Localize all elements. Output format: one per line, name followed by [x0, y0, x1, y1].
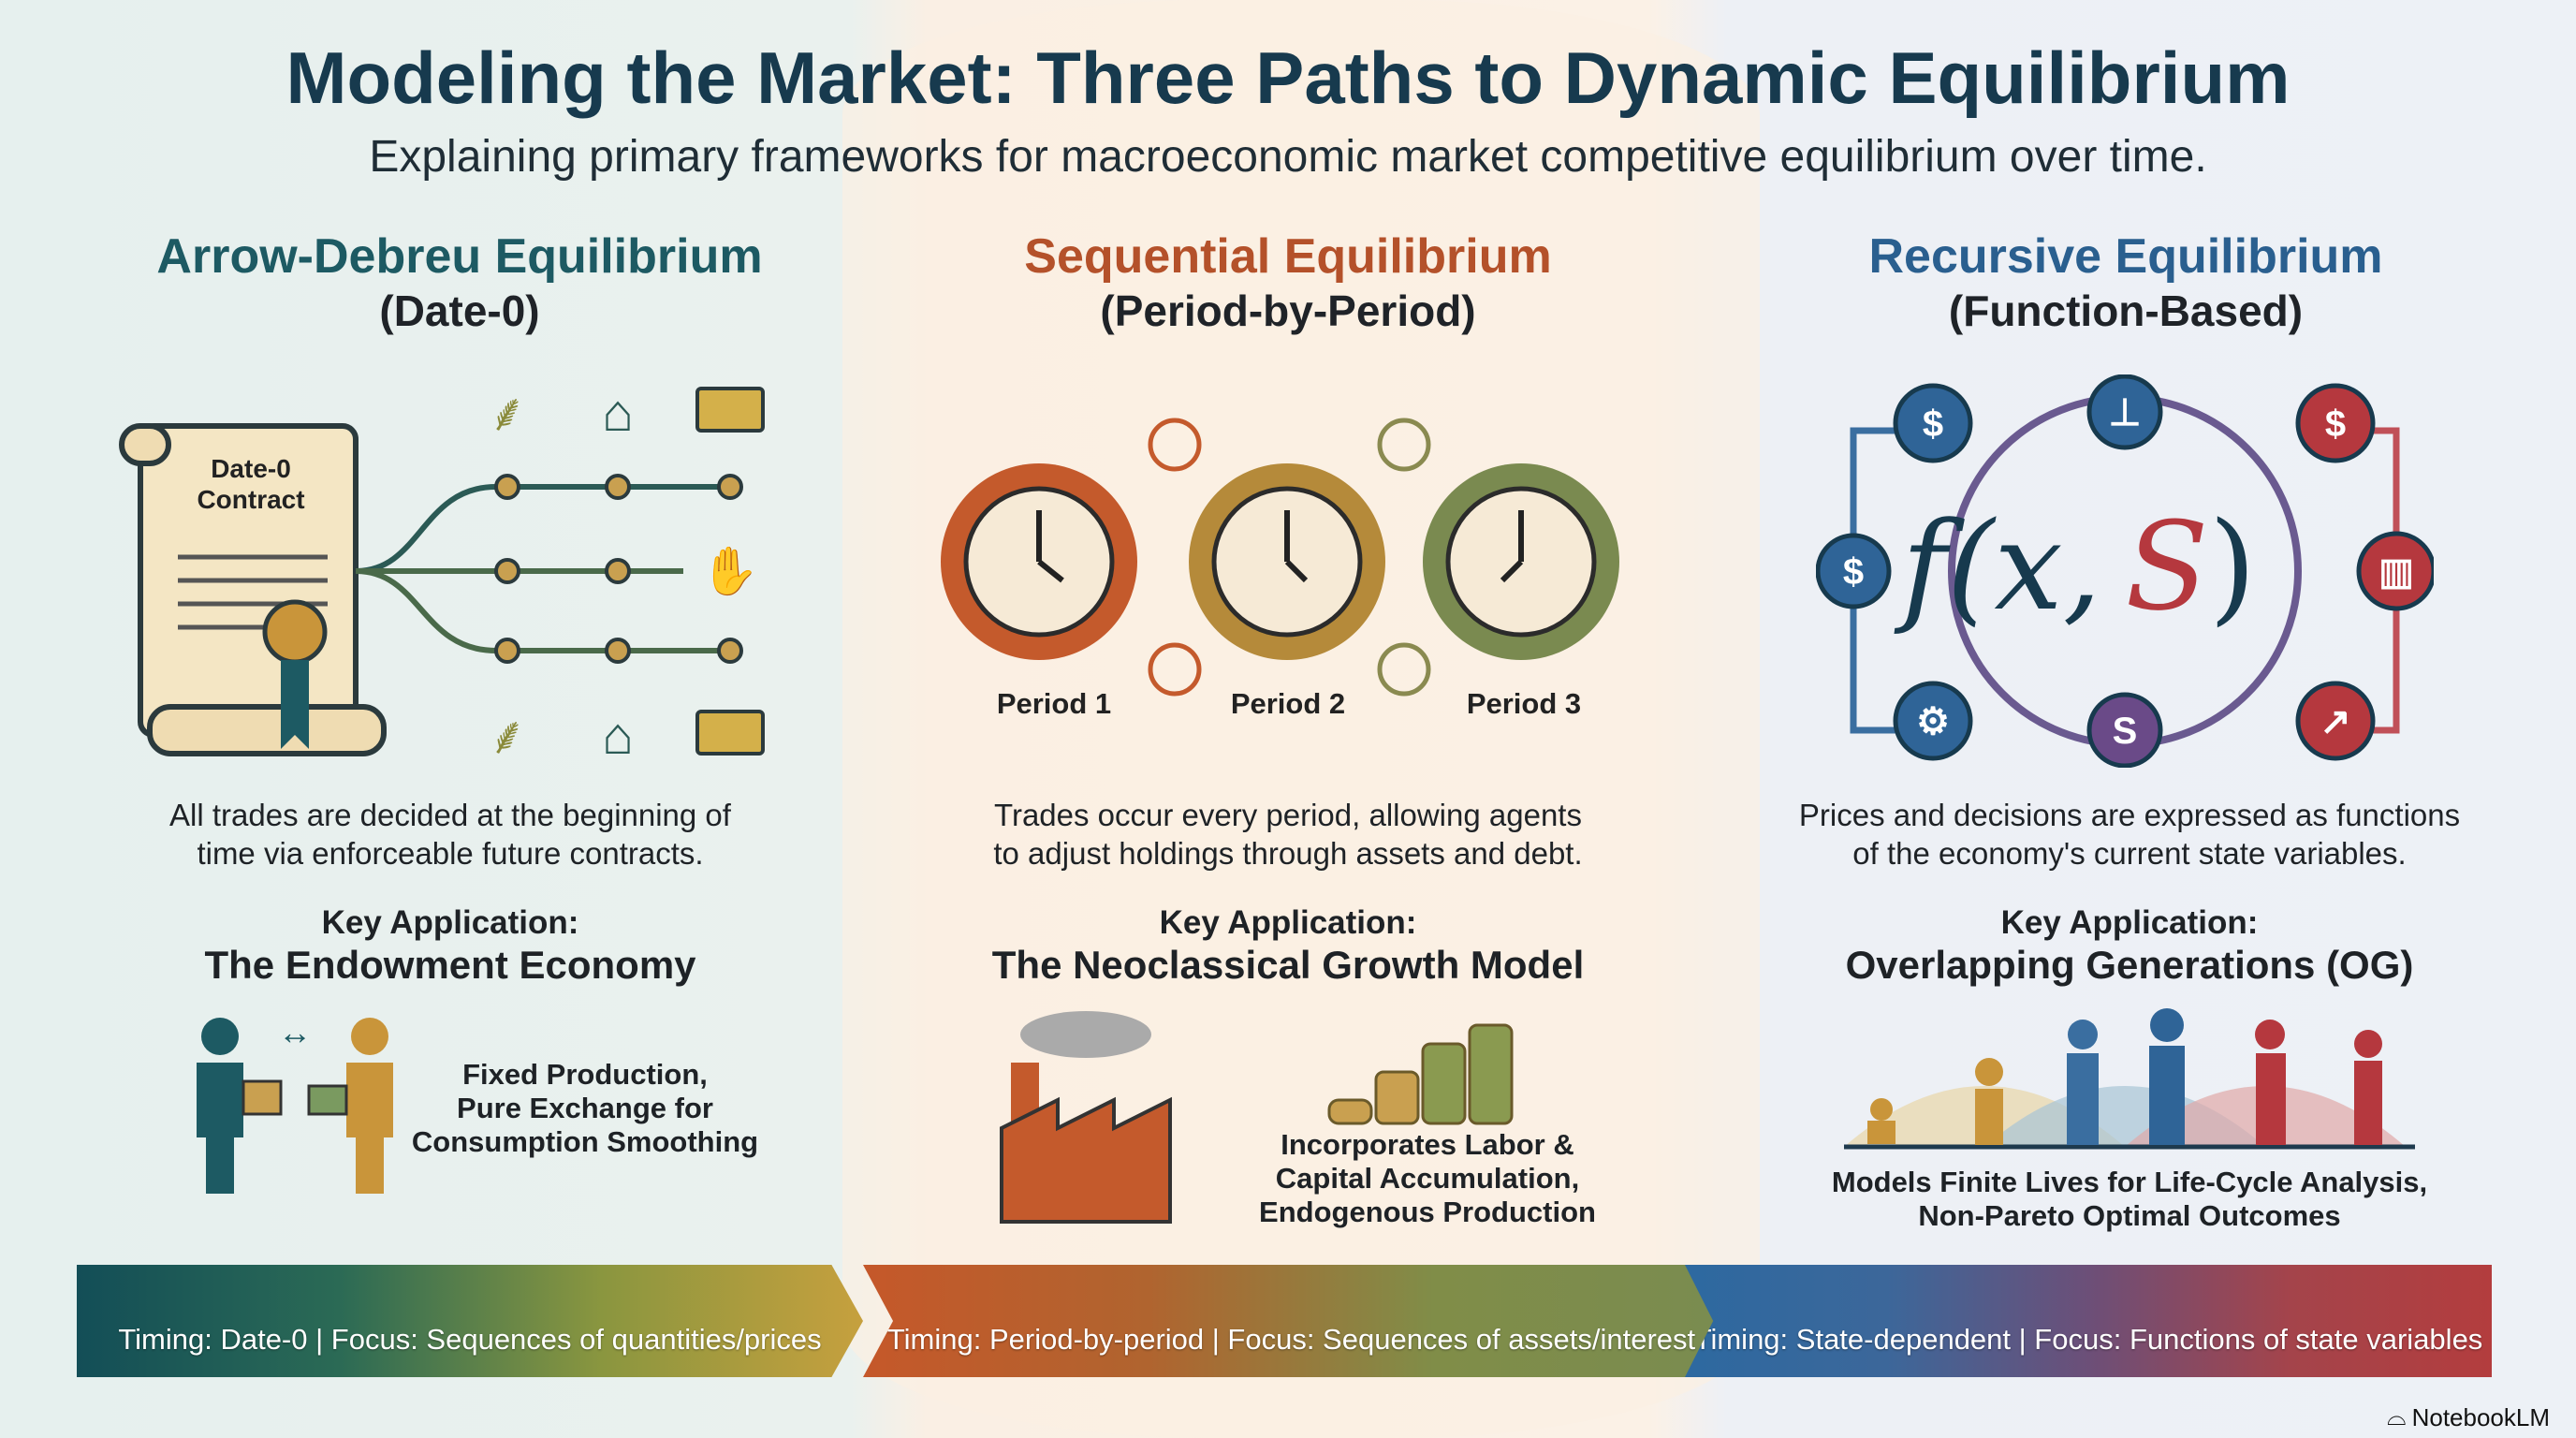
gears-icon: ⚙	[1916, 701, 1950, 742]
key-application-label: Key Application:	[321, 904, 579, 941]
dollar-icon: $	[1923, 404, 1943, 445]
contract-label: Date-0	[211, 454, 291, 483]
person-icon	[2255, 1020, 2286, 1145]
coin-stacks-icon	[1327, 1023, 1514, 1125]
page-subtitle: Explaining primary frameworks for macroe…	[369, 132, 2207, 182]
period-label: Period 3	[1467, 687, 1581, 720]
column-title-arrow-debreu: Arrow-Debreu Equilibrium	[156, 229, 763, 284]
exchange-people-icon: ↔	[197, 1016, 393, 1194]
s-icon: S	[2113, 711, 2138, 752]
application-note: Models Finite Lives for Life-Cycle Analy…	[1831, 1166, 2428, 1232]
application-note: Incorporates Labor &Capital Accumulation…	[1259, 1128, 1596, 1228]
cash-icon	[695, 387, 765, 433]
factory-icon	[1000, 1011, 1172, 1224]
notebooklm-icon: ⌓	[2387, 1402, 2407, 1431]
notebooklm-logo: ⌓NotebookLM	[2387, 1402, 2550, 1431]
person-icon	[2067, 1020, 2099, 1145]
page-title: Modeling the Market: Three Paths to Dyna…	[285, 37, 2291, 119]
gear-clock-icon	[1423, 463, 1619, 660]
column-description: All trades are decided at the beginning …	[169, 798, 731, 871]
svg-text:): )	[2209, 495, 2257, 638]
column-description: Trades occur every period, allowing agen…	[993, 798, 1583, 871]
contract-label: Contract	[197, 485, 304, 514]
scroll-icon	[119, 423, 387, 756]
key-application-title: Overlapping Generations (OG)	[1845, 943, 2414, 987]
formula-text: f(x,	[1895, 495, 2101, 638]
person-icon	[2354, 1030, 2382, 1145]
period-label: Period 2	[1231, 687, 1345, 720]
person-icon	[1867, 1098, 1895, 1144]
column-title-sequential: Sequential Equilibrium	[1024, 229, 1552, 284]
column-subtitle: (Date-0)	[379, 286, 540, 335]
person-icon	[2149, 1008, 2185, 1145]
contract-tree-illustration: Date-0 Contract ⸙ ⌂ ✋ ⸙ ⌂	[119, 383, 765, 765]
branch-lines	[355, 484, 730, 653]
coins-icon: $	[2325, 404, 2346, 445]
interest-icon: ⊥	[2109, 392, 2142, 433]
state-function-network: $ ⊥ $ ⚙ S $ ▥ ↗ f(x, S )	[1816, 374, 2434, 768]
money-bag-icon: $	[1843, 551, 1864, 593]
background-band	[842, 0, 1760, 1438]
column-description: Prices and decisions are expressed as fu…	[1798, 798, 2461, 871]
person-icon	[1975, 1058, 2003, 1145]
wheat-icon: ⸙	[488, 706, 527, 765]
period-label: Period 1	[997, 687, 1111, 720]
wheat-icon: ⸙	[488, 383, 527, 442]
cash-icon	[695, 710, 765, 756]
life-cycle-people-illustration	[1844, 1008, 2415, 1150]
timing-banner-arrow-debreu: Timing: Date-0 | Focus: Sequences of qua…	[77, 1265, 863, 1377]
column-subtitle: (Period-by-Period)	[1100, 286, 1476, 335]
trend-icon: ↗	[2320, 701, 2351, 742]
house-icon: ⌂	[602, 383, 634, 442]
gear-clock-icon	[1189, 463, 1385, 660]
coins-hand-icon: ✋	[701, 544, 759, 597]
factory-coins-illustration	[1000, 1011, 1514, 1224]
timing-banner-sequential: Timing: Period-by-period | Focus: Sequen…	[863, 1265, 1720, 1377]
period-gears-illustration: Period 1 Period 2 Period 3	[941, 418, 1619, 720]
formula-state: S	[2125, 495, 2208, 638]
column-subtitle: (Function-Based)	[1948, 286, 2304, 335]
chart-icon: ▥	[2378, 551, 2414, 593]
key-application-title: The Endowment Economy	[204, 943, 696, 987]
gear-clock-icon	[941, 463, 1137, 660]
key-application-label: Key Application:	[2000, 904, 2259, 941]
house-icon: ⌂	[602, 706, 634, 765]
column-title-recursive: Recursive Equilibrium	[1868, 229, 2383, 284]
key-application-label: Key Application:	[1159, 904, 1417, 941]
key-application-title: The Neoclassical Growth Model	[991, 943, 1585, 987]
timing-banner-recursive: Timing: State-dependent | Focus: Functio…	[1685, 1265, 2492, 1377]
svg-text:↔: ↔	[278, 1016, 312, 1051]
